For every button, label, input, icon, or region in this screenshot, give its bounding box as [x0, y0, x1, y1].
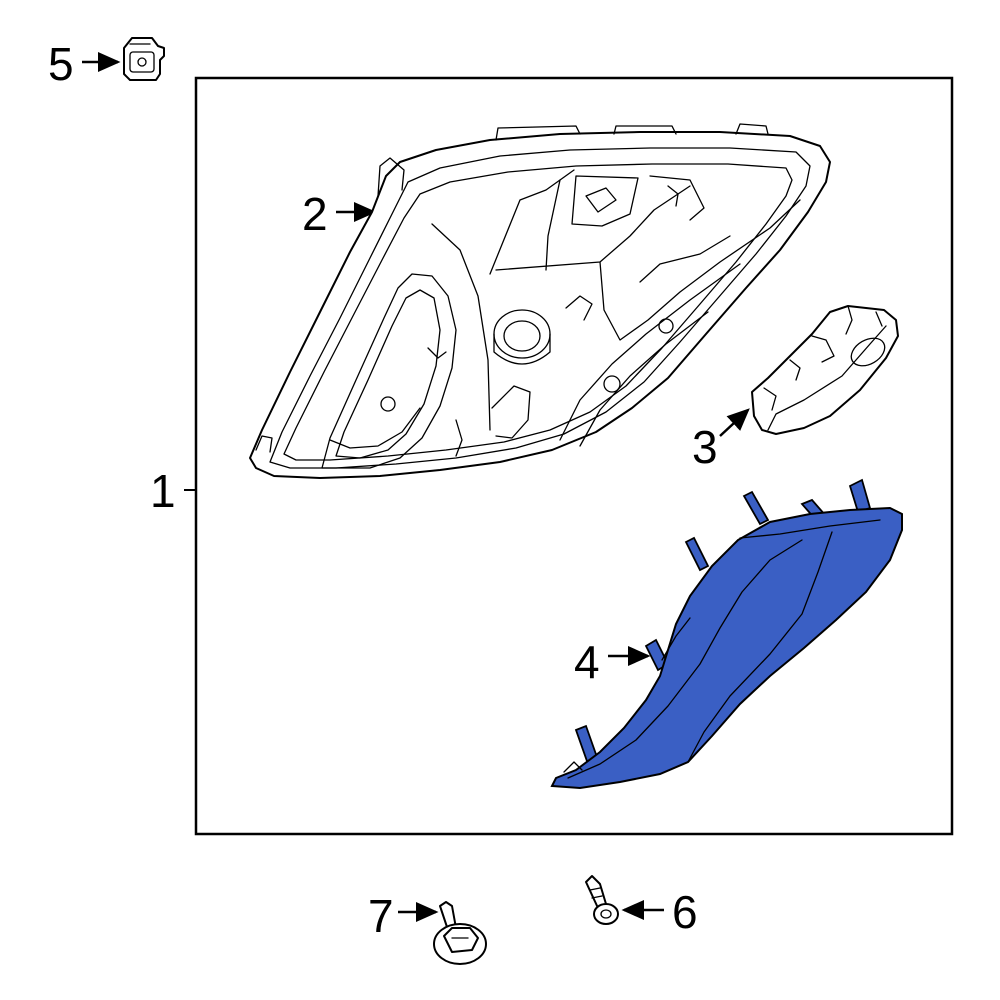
callout-7-label: 7	[368, 890, 394, 942]
callout-5-label: 5	[48, 38, 74, 90]
callout-1-label: 1	[150, 465, 176, 517]
console-housing-part	[249, 123, 831, 479]
callout-3-arrow	[719, 408, 750, 437]
callout-4-label: 4	[574, 636, 600, 688]
lamp-unit-part	[751, 305, 899, 435]
assembly-frame	[194, 76, 954, 836]
callout-2-label: 2	[302, 188, 328, 240]
trim-cover-part	[550, 478, 903, 790]
flange-bolt-part	[433, 901, 487, 965]
push-pin-part	[585, 875, 619, 925]
callout-3-label: 3	[692, 421, 718, 473]
callout-6-label: 6	[672, 886, 698, 938]
retainer-clip-part	[123, 37, 165, 81]
